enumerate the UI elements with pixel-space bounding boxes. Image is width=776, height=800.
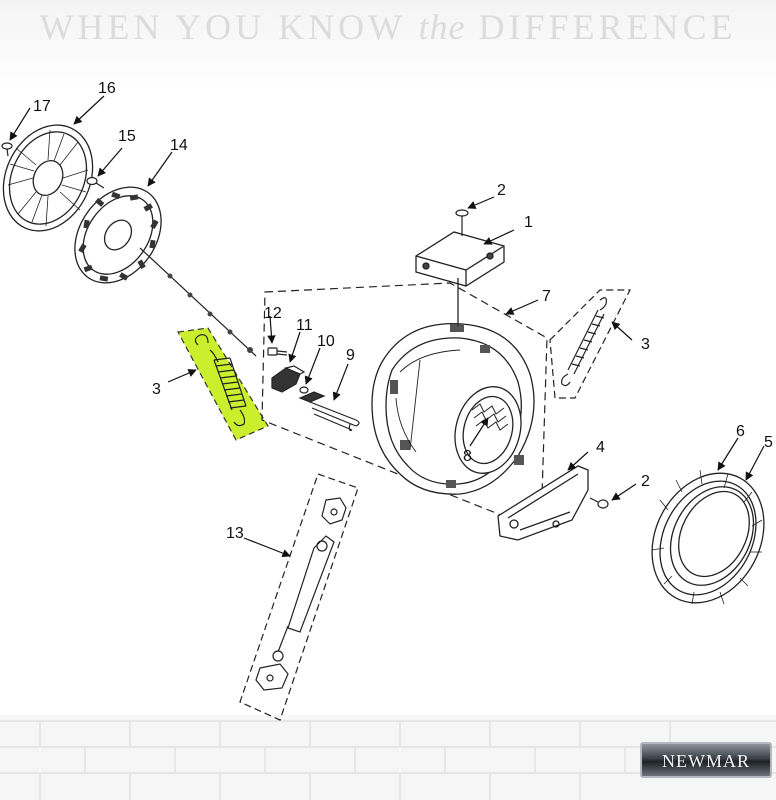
part-10-nut xyxy=(299,386,309,394)
part-2-screw-top xyxy=(455,209,469,236)
callout-8: 8 xyxy=(463,448,472,465)
part-11-connector xyxy=(271,365,306,393)
callout-3-right: 3 xyxy=(641,336,650,353)
part-14-pulley-wheel xyxy=(74,186,162,284)
banner-slogan: WHEN YOU KNOW the DIFFERENCE xyxy=(0,6,776,48)
callout-5: 5 xyxy=(764,434,773,451)
header-banner: WHEN YOU KNOW the DIFFERENCE xyxy=(0,0,776,90)
callout-4: 4 xyxy=(596,439,605,456)
brick-wall-background xyxy=(0,715,776,800)
part-9-heater xyxy=(298,391,360,431)
newmar-logo: NEWMAR xyxy=(640,742,772,778)
drive-shaft-line xyxy=(139,247,257,357)
part-3-spring-right xyxy=(561,297,607,387)
banner-text-italic: the xyxy=(418,7,466,47)
callout-labels: 17 16 15 14 12 11 10 9 3 2 1 7 3 8 4 2 1… xyxy=(33,80,773,542)
part-13-damper xyxy=(255,497,347,691)
part-7-tub-assembly xyxy=(371,323,535,495)
part-17-screw xyxy=(1,142,13,157)
part-3-spring-right-frame xyxy=(549,289,631,399)
part-2-screw-right xyxy=(589,497,609,509)
callout-17: 17 xyxy=(33,98,51,115)
part-15-screw xyxy=(86,176,105,189)
part-6-gasket-ring xyxy=(651,472,765,604)
callout-6: 6 xyxy=(736,423,745,440)
callout-7: 7 xyxy=(542,288,551,305)
callout-10: 10 xyxy=(317,333,335,350)
part-13-damper-frame xyxy=(239,473,359,721)
part-7-tub-frame xyxy=(261,282,548,516)
callout-12: 12 xyxy=(264,305,282,322)
part-1-counterweight xyxy=(415,231,505,326)
part-3-spring-highlighted xyxy=(177,327,269,441)
leader-lines xyxy=(9,95,765,558)
callout-13: 13 xyxy=(226,525,244,542)
part-5-door-boot xyxy=(651,469,763,605)
part-4-bracket xyxy=(497,465,589,541)
callout-2-right: 2 xyxy=(641,473,650,490)
callout-11: 11 xyxy=(296,317,313,334)
logo-text: NEWMAR xyxy=(662,751,750,771)
part-16-pulley-cover xyxy=(2,124,94,232)
callout-15: 15 xyxy=(118,128,136,145)
callout-2-top: 2 xyxy=(497,182,506,199)
banner-text-part2: DIFFERENCE xyxy=(465,7,737,47)
callout-9: 9 xyxy=(346,347,355,364)
callout-16: 16 xyxy=(98,80,116,97)
part-12-bolt xyxy=(267,347,288,356)
callout-3-left: 3 xyxy=(152,381,161,398)
callout-14: 14 xyxy=(170,137,188,154)
callout-1: 1 xyxy=(524,214,533,231)
banner-text-part1: WHEN YOU KNOW xyxy=(39,7,419,47)
